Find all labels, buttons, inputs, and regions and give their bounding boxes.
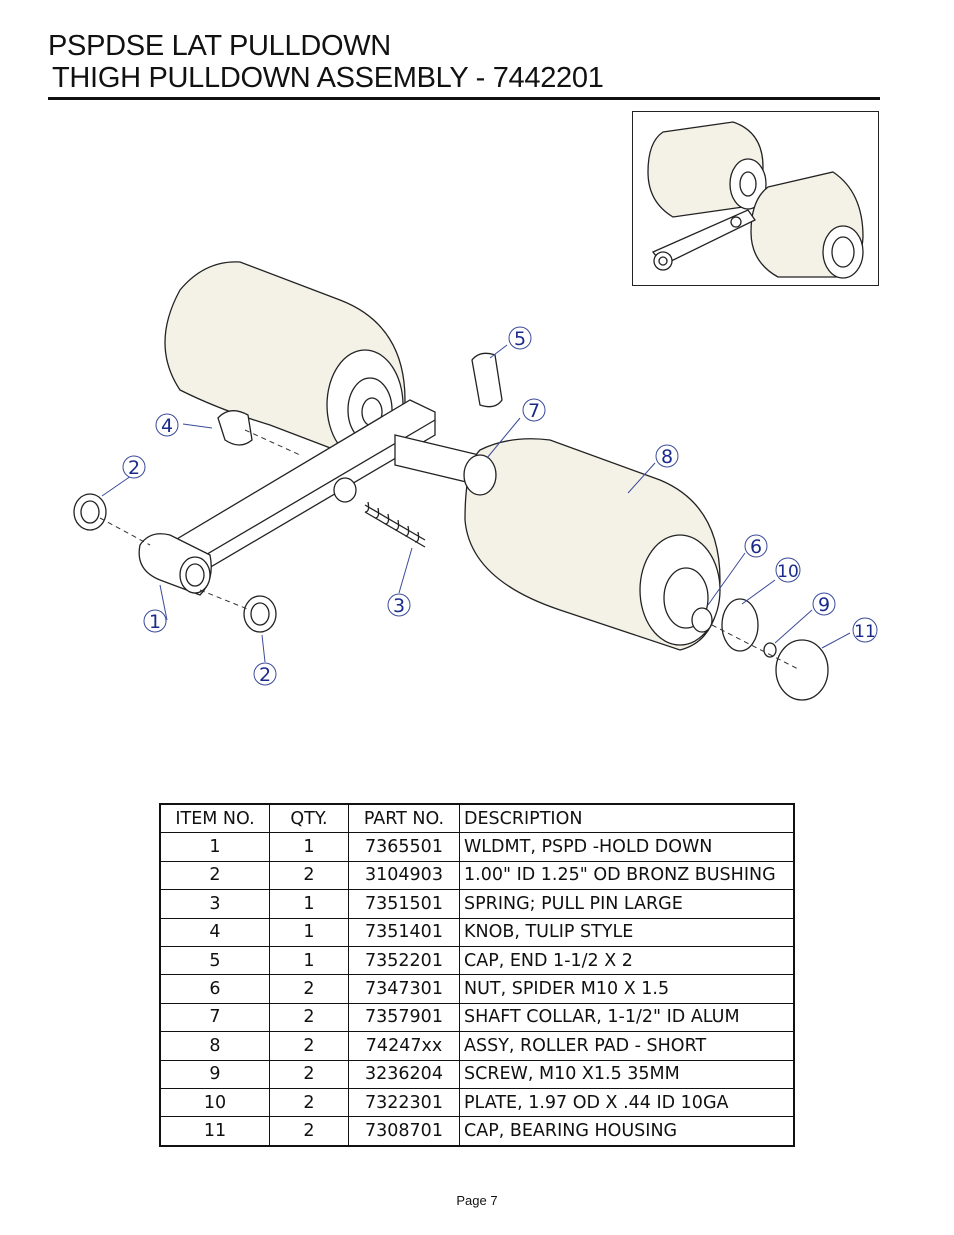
end-cap <box>471 352 503 408</box>
callout-1: 1 <box>143 609 167 633</box>
svg-text:11: 11 <box>854 622 876 642</box>
bearing-housing-cap <box>775 639 829 701</box>
svg-text:2: 2 <box>259 664 271 686</box>
svg-text:5: 5 <box>514 328 526 350</box>
callout-2a: 2 <box>122 455 146 479</box>
plate-washer <box>721 598 759 652</box>
callout-9: 9 <box>812 592 836 616</box>
tulip-knob <box>217 410 253 446</box>
header-part-no: PART NO. <box>348 803 460 834</box>
callout-3: 3 <box>387 593 411 617</box>
callout-2b: 2 <box>253 662 277 686</box>
svg-text:6: 6 <box>750 536 762 558</box>
svg-text:10: 10 <box>777 562 799 582</box>
hold-down-weldment <box>138 399 501 596</box>
callout-5: 5 <box>508 326 532 350</box>
spider-nut <box>691 607 713 633</box>
svg-text:2: 2 <box>128 457 140 479</box>
header-description: DESCRIPTION <box>459 803 795 834</box>
header-item-no: ITEM NO. <box>159 803 270 834</box>
assembled-view-inset <box>632 111 879 286</box>
exploded-view-drawing: 1 2 2 3 4 5 7 8 6 10 9 11 <box>73 261 878 701</box>
title-line-2: THIGH PULLDOWN ASSEMBLY - 7442201 <box>52 62 604 94</box>
front-roller-pad <box>463 438 721 651</box>
callout-8: 8 <box>655 444 679 468</box>
svg-text:3: 3 <box>393 595 405 617</box>
page-number: Page 7 <box>456 1193 498 1208</box>
screw <box>763 642 777 658</box>
svg-text:1: 1 <box>149 611 161 633</box>
title-line-1: PSPDSE LAT PULLDOWN <box>48 30 391 62</box>
title-rule <box>48 97 880 100</box>
svg-text:7: 7 <box>528 400 540 422</box>
table-header-row: ITEM NO. QTY. PART NO. DESCRIPTION <box>159 803 795 834</box>
svg-text:8: 8 <box>661 446 673 468</box>
callout-11: 11 <box>852 617 878 643</box>
svg-text:4: 4 <box>161 415 173 437</box>
callout-4: 4 <box>155 413 179 437</box>
callout-10: 10 <box>775 557 801 583</box>
svg-text:9: 9 <box>818 594 830 616</box>
pull-pin-spring <box>364 501 426 548</box>
callout-7: 7 <box>522 398 546 422</box>
callout-6: 6 <box>744 534 768 558</box>
assembled-view-drawing <box>647 121 864 279</box>
header-qty: QTY. <box>269 803 349 834</box>
